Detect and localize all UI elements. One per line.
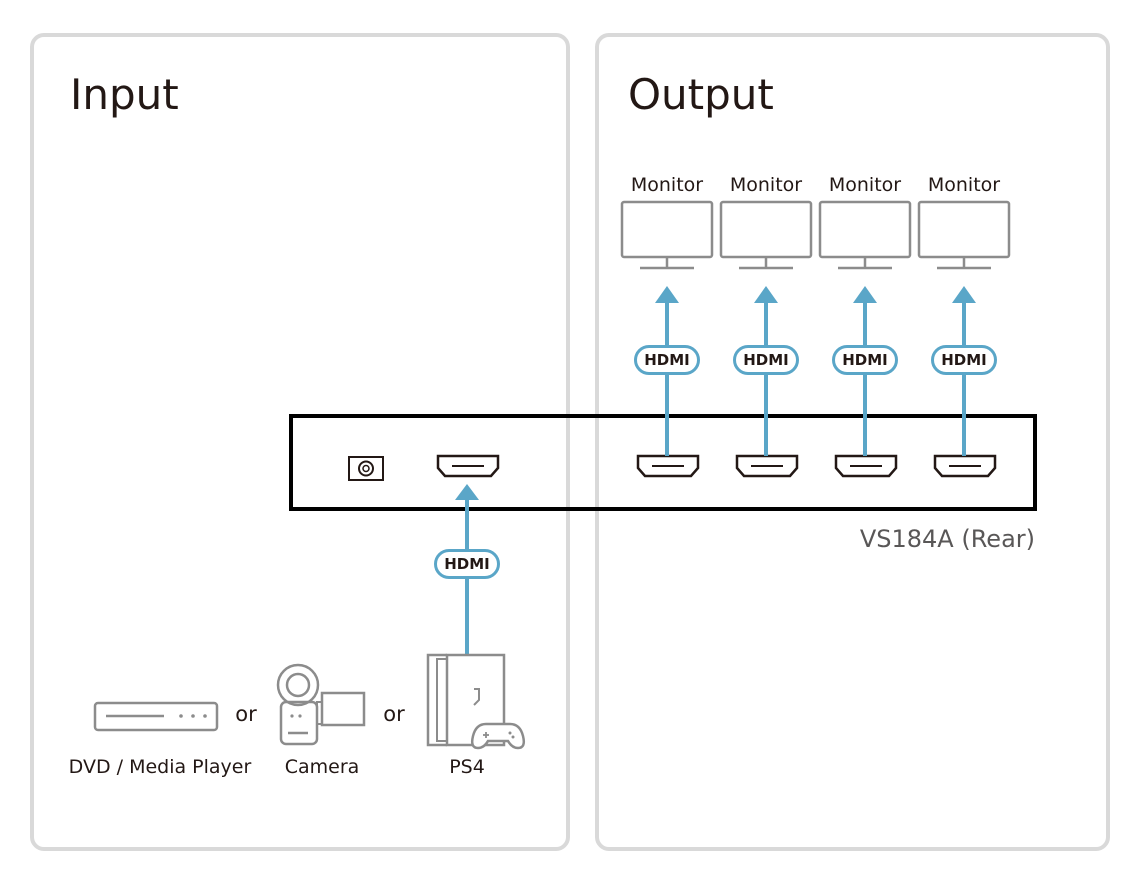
monitor-icon <box>818 200 912 270</box>
hdmi-cable-label: HDMI <box>434 549 500 579</box>
monitor-label: Monitor <box>729 174 803 196</box>
camera-label: Camera <box>284 756 360 778</box>
dvd-player-label: DVD / Media Player <box>68 756 252 778</box>
output-title: Output <box>628 70 774 119</box>
ps4-icon <box>426 653 526 750</box>
hdmi-cable-label: HDMI <box>733 345 799 375</box>
power-port-icon <box>348 456 384 481</box>
ps4-label: PS4 <box>449 756 485 778</box>
hdmi-cable-label: HDMI <box>634 345 700 375</box>
input-title: Input <box>70 70 179 119</box>
or-separator: or <box>383 702 405 726</box>
hdmi-out-port-icon <box>735 454 799 478</box>
monitor-label: Monitor <box>828 174 902 196</box>
monitor-label: Monitor <box>630 174 704 196</box>
output-hdmi-cable <box>754 286 778 456</box>
output-hdmi-cable <box>952 286 976 456</box>
output-hdmi-cable <box>655 286 679 456</box>
output-panel <box>595 33 1110 851</box>
hdmi-out-port-icon <box>933 454 997 478</box>
hdmi-out-port-icon <box>636 454 700 478</box>
monitor-label: Monitor <box>927 174 1001 196</box>
monitor-icon <box>620 200 714 270</box>
hdmi-out-port-icon <box>834 454 898 478</box>
hdmi-cable-label: HDMI <box>832 345 898 375</box>
output-hdmi-cable <box>853 286 877 456</box>
hdmi-cable-label: HDMI <box>931 345 997 375</box>
device-label: VS184A (Rear) <box>859 525 1035 553</box>
monitor-icon <box>719 200 813 270</box>
monitor-icon <box>917 200 1011 270</box>
vs184a-rear-panel <box>289 414 1037 511</box>
hdmi-in-port-icon <box>436 454 500 478</box>
camera-icon <box>276 663 366 746</box>
dvd-player-icon <box>93 701 219 732</box>
or-separator: or <box>235 702 257 726</box>
